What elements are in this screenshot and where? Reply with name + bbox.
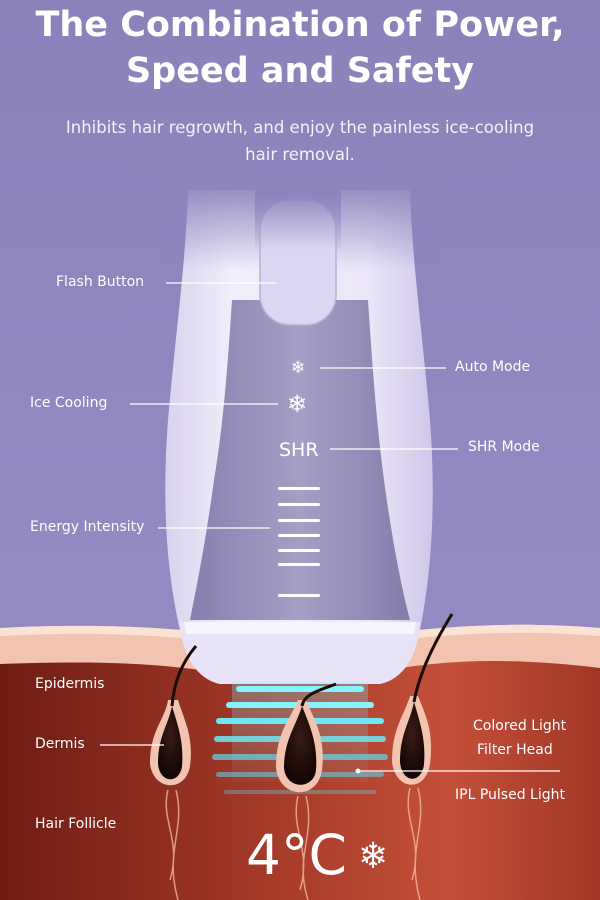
headline-line-1: The Combination of Power, [35, 5, 565, 45]
snowflake-icon: ❄ [358, 836, 389, 877]
subtitle-line-1: Inhibits hair regrowth, and enjoy the pa… [65, 118, 535, 137]
energy-bars [278, 487, 320, 597]
energy-intensity-label: Energy Intensity [30, 519, 145, 535]
temperature-value: 4°C [246, 823, 347, 887]
ipl-pulsed-light-label: IPL Pulsed Light [455, 787, 565, 803]
ice-cooling-snowflake-icon: ❄ [287, 390, 308, 418]
ice-cooling-label: Ice Cooling [30, 395, 108, 411]
shr-mode-indicator: SHR [279, 439, 319, 461]
headline-line-2: Speed and Safety [125, 51, 475, 91]
headline: The Combination of Power, Speed and Safe… [0, 2, 600, 94]
auto-mode-label: Auto Mode [455, 359, 531, 375]
subtitle: Inhibits hair regrowth, and enjoy the pa… [40, 114, 560, 168]
subtitle-line-2: hair removal. [245, 145, 355, 164]
flash-button-label: Flash Button [56, 274, 145, 290]
auto-mode-snowflake-icon: ❄ [291, 358, 306, 378]
dermis-label: Dermis [35, 736, 85, 752]
colored-light-label-2: Filter Head [477, 742, 553, 758]
callout-lines [100, 282, 560, 772]
hair-follicle-label: Hair Follicle [35, 816, 117, 832]
hair-follicles [150, 613, 454, 793]
colored-light-label-1: Colored Light [473, 718, 567, 734]
epidermis-label: Epidermis [35, 676, 105, 692]
device-head [180, 622, 420, 684]
shr-mode-label: SHR Mode [468, 439, 540, 455]
device-front-panel [190, 300, 410, 620]
